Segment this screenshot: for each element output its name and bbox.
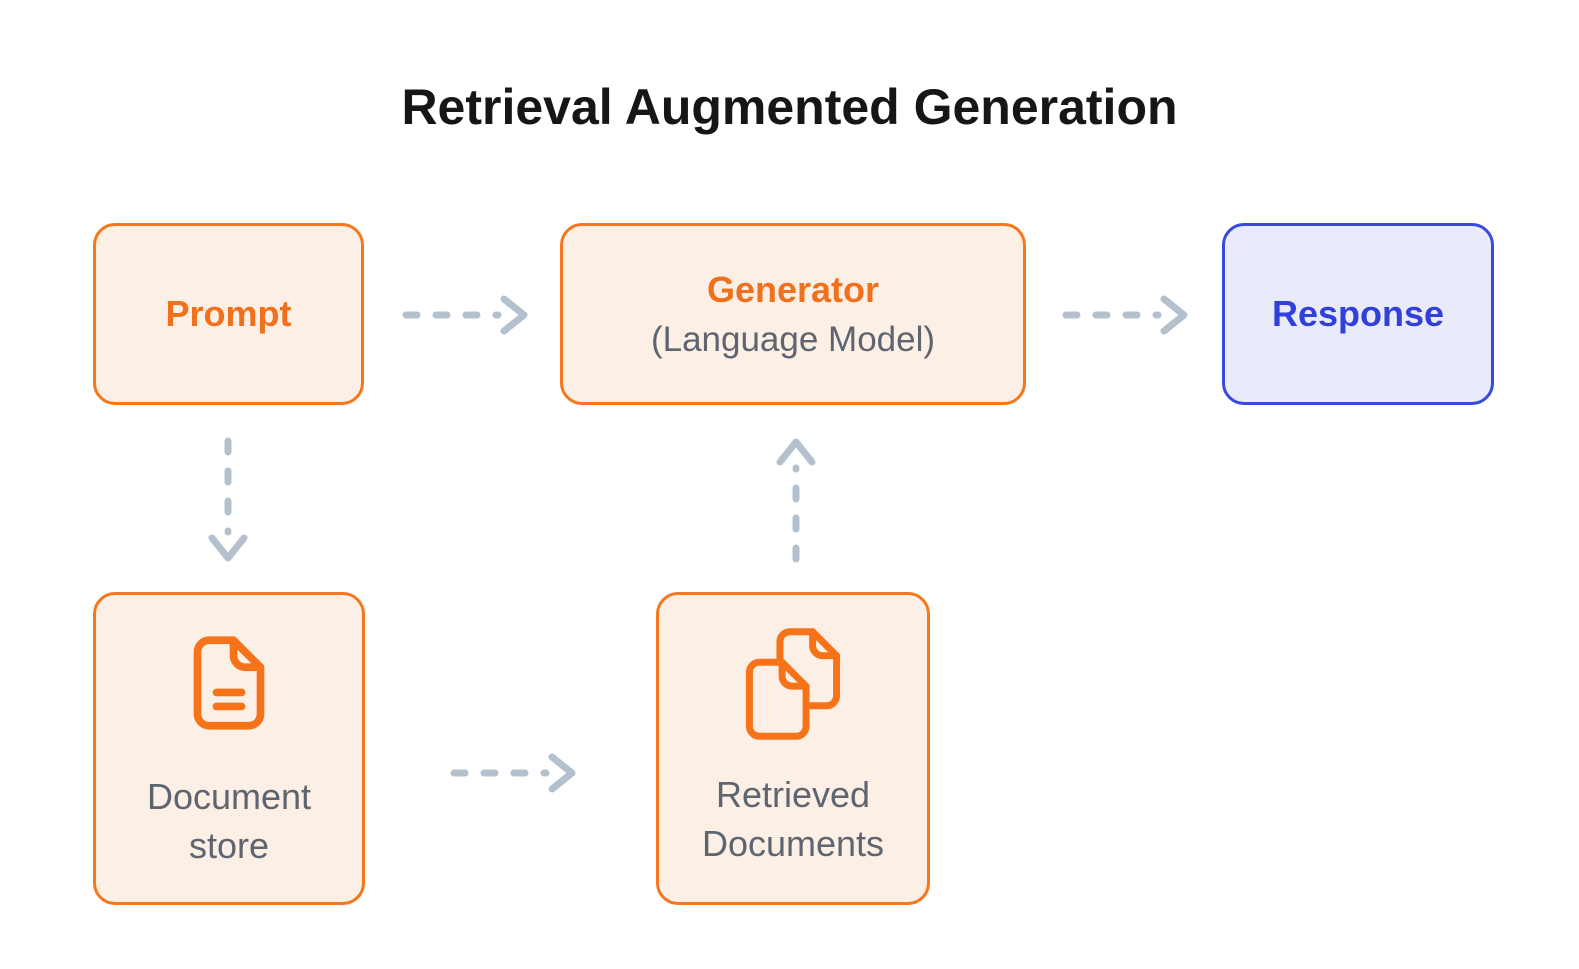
arrow-retrieved-documents-to-generator (776, 438, 816, 563)
node-document-store: Document store (93, 592, 365, 905)
document-icon (175, 627, 283, 739)
document-store-label: Document store (146, 776, 312, 866)
generator-label: Generator (706, 268, 880, 310)
response-label: Response (1271, 293, 1445, 334)
node-prompt: Prompt (93, 223, 364, 405)
diagram-title: Retrieval Augmented Generation (401, 79, 1178, 135)
arrow-document-store-to-retrieved-documents (450, 753, 576, 793)
arrow-generator-to-response (1062, 295, 1188, 335)
arrow-prompt-to-document-store (208, 437, 248, 562)
node-generator: Generator (Language Model) (560, 223, 1026, 405)
retrieved-documents-label: Retrieved Documents (701, 774, 885, 864)
prompt-label: Prompt (165, 293, 292, 334)
generator-sublabel: (Language Model) (650, 319, 936, 359)
arrow-prompt-to-generator (402, 295, 528, 335)
node-response: Response (1222, 223, 1494, 405)
copied-documents-icon (732, 623, 854, 745)
node-retrieved-documents: Retrieved Documents (656, 592, 930, 905)
